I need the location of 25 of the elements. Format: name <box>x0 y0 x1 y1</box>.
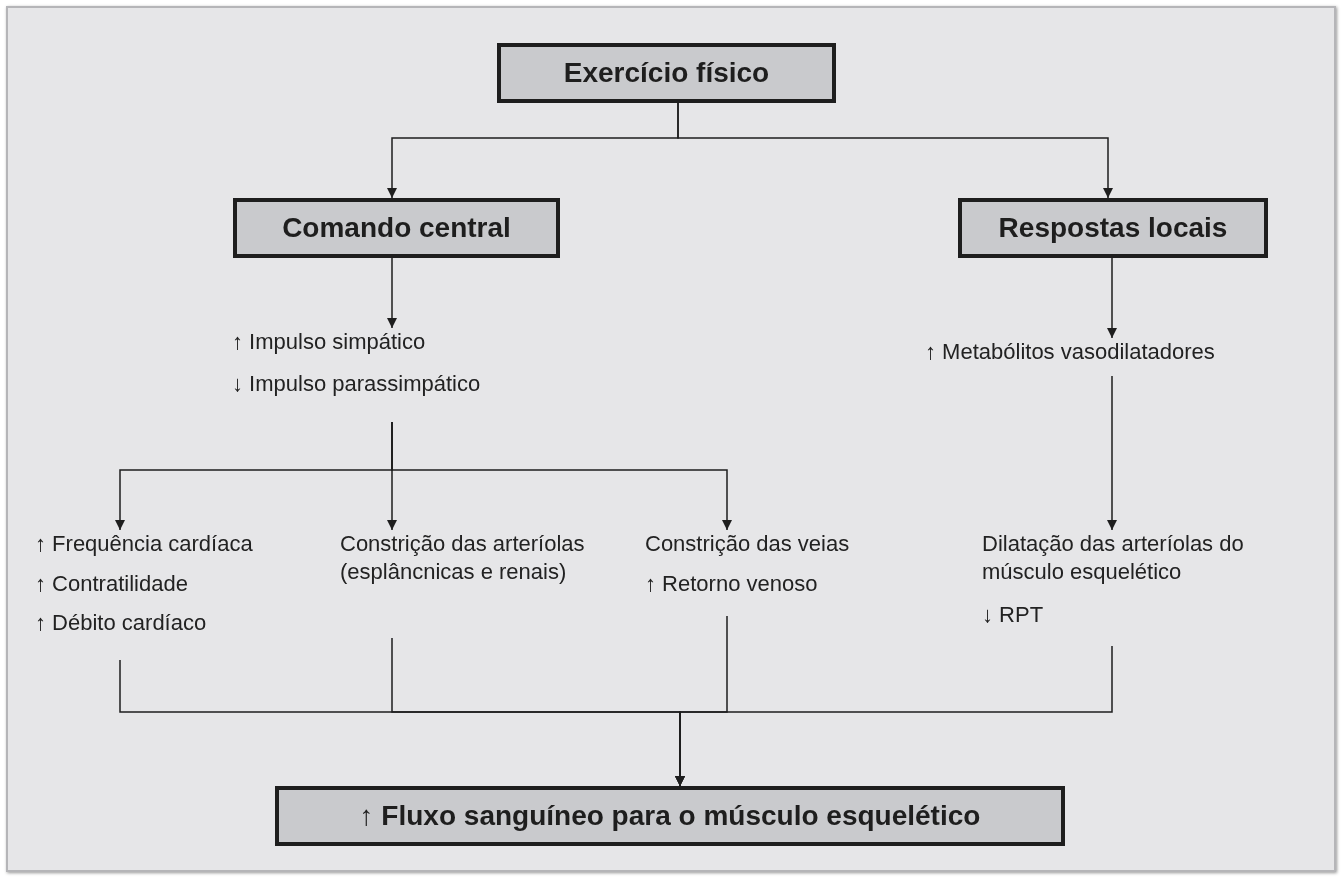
arrow <box>387 257 397 329</box>
process-box <box>958 198 1268 258</box>
node-text: ↑ Débito cardíaco <box>35 609 207 637</box>
arrow <box>677 102 1113 199</box>
arrow <box>391 421 732 531</box>
node-text: Exercício físico <box>563 57 770 89</box>
node-text: ↓ RPT <box>982 601 1044 629</box>
node-text: ↑ Contratilidade <box>35 569 188 597</box>
node-text: ↑ Fluxo sanguíneo para o músculo esquelético <box>359 800 981 832</box>
node-text: ↑ Impulso simpático <box>232 328 426 356</box>
node-text: Comando central <box>282 212 511 244</box>
node-text: ↓ Impulso parassimpático <box>232 369 481 397</box>
node-text: Constrição das arteríolas (esplâncnicas e renais) <box>340 530 586 585</box>
node-text: ↑ Retorno venoso <box>645 569 818 597</box>
arrow <box>675 645 1113 787</box>
node-text: ↑ Frequência cardíaca <box>35 530 253 558</box>
node-text: ↑ Metabólitos vasodilatadores <box>925 338 1215 366</box>
process-box <box>233 198 560 258</box>
node-text: Dilatação das arteríolas do músculo esquelético <box>982 530 1245 585</box>
arrow <box>1107 257 1117 339</box>
process-box <box>275 786 1065 846</box>
node-text: Respostas locais <box>998 212 1228 244</box>
arrow <box>1107 375 1117 531</box>
process-box <box>497 43 836 103</box>
node-text: Constrição das veias <box>645 530 850 558</box>
